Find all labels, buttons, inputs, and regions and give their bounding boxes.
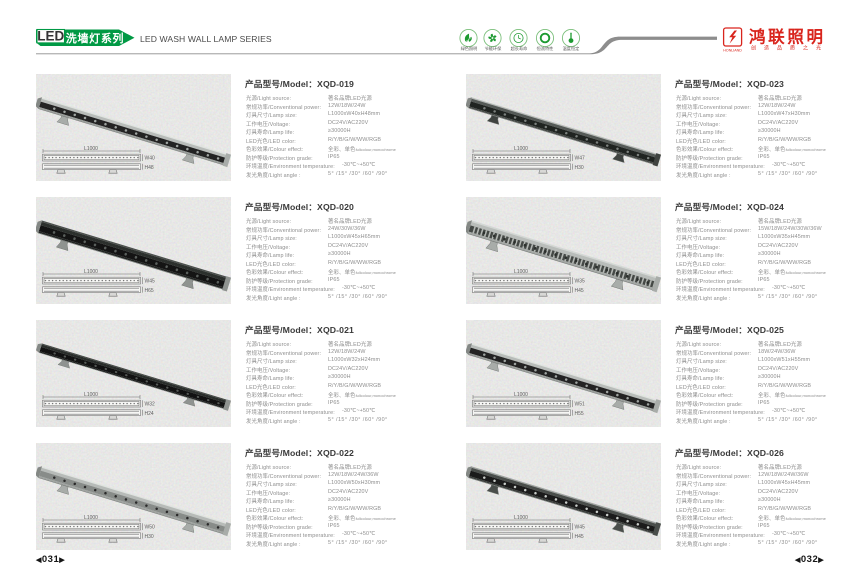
svg-text:W32: W32 (145, 402, 156, 408)
svg-text:L1000: L1000 (514, 392, 528, 398)
svg-text:L1000: L1000 (84, 515, 98, 521)
svg-text:洗墙灯系列: 洗墙灯系列 (66, 31, 125, 45)
svg-text:W35: W35 (575, 279, 586, 285)
svg-text:L1000: L1000 (514, 146, 528, 152)
svg-text:H65: H65 (145, 288, 154, 294)
svg-text:W40: W40 (145, 156, 156, 162)
svg-text:L1000: L1000 (514, 515, 528, 521)
svg-text:LED: LED (37, 29, 64, 44)
svg-text:H30: H30 (145, 534, 154, 540)
svg-text:W47: W47 (575, 156, 586, 162)
svg-text:H48: H48 (145, 165, 154, 171)
svg-text:L1000: L1000 (514, 269, 528, 275)
svg-text:HONLIAND: HONLIAND (723, 49, 742, 53)
svg-text:鸿联照明: 鸿联照明 (749, 26, 823, 46)
svg-text:L1000: L1000 (84, 146, 98, 152)
svg-text:L1000: L1000 (84, 392, 98, 398)
svg-text:L1000: L1000 (84, 269, 98, 275)
svg-text:H24: H24 (145, 411, 154, 417)
svg-text:W45: W45 (575, 525, 586, 531)
svg-text:W51: W51 (575, 402, 586, 408)
svg-text:H30: H30 (575, 165, 584, 171)
svg-text:H55: H55 (575, 411, 584, 417)
svg-text:W50: W50 (145, 525, 156, 531)
svg-text:W45: W45 (145, 279, 156, 285)
svg-text:H45: H45 (575, 534, 584, 540)
svg-text:H45: H45 (575, 288, 584, 294)
